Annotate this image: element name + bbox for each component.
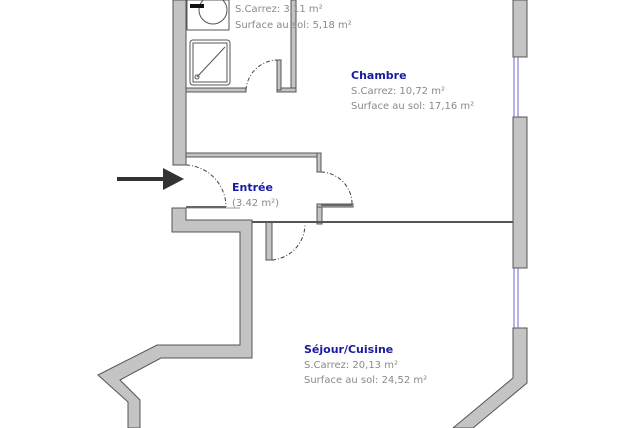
room-name-chambre: Chambre bbox=[351, 69, 407, 82]
wall bbox=[316, 152, 322, 173]
chambre-floor-area: Surface au sol: 17,16 m² bbox=[351, 101, 475, 112]
wall bbox=[185, 87, 247, 93]
chambre-door[interactable] bbox=[320, 171, 353, 206]
chambre-carrez: S.Carrez: 10,72 m² bbox=[351, 86, 445, 97]
wall bbox=[452, 327, 528, 428]
toilet-icon bbox=[186, 0, 230, 31]
entrance-door[interactable] bbox=[185, 164, 227, 208]
wall bbox=[512, 116, 528, 269]
sejour-door[interactable] bbox=[271, 223, 306, 261]
bathroom-floor-area: Surface au sol: 5,18 m² bbox=[235, 20, 352, 31]
bathroom-carrez: S.Carrez: 3,11 m² bbox=[235, 4, 323, 15]
wall bbox=[97, 207, 253, 428]
wall bbox=[265, 221, 273, 261]
shower-icon bbox=[189, 39, 231, 86]
wall bbox=[276, 59, 282, 91]
wall bbox=[172, 0, 187, 166]
room-name-entree: Entrée bbox=[232, 181, 273, 194]
sejour-carrez: S.Carrez: 20,13 m² bbox=[304, 360, 398, 371]
wall bbox=[185, 152, 322, 158]
arrow-right-icon bbox=[117, 168, 184, 190]
sejour-floor-area: Surface au sol: 24,52 m² bbox=[304, 375, 428, 386]
wall bbox=[512, 0, 528, 58]
bathroom-door[interactable] bbox=[245, 59, 278, 91]
entree-area: (3.42 m²) bbox=[232, 198, 279, 209]
room-name-sejour: Séjour/Cuisine bbox=[304, 343, 394, 356]
